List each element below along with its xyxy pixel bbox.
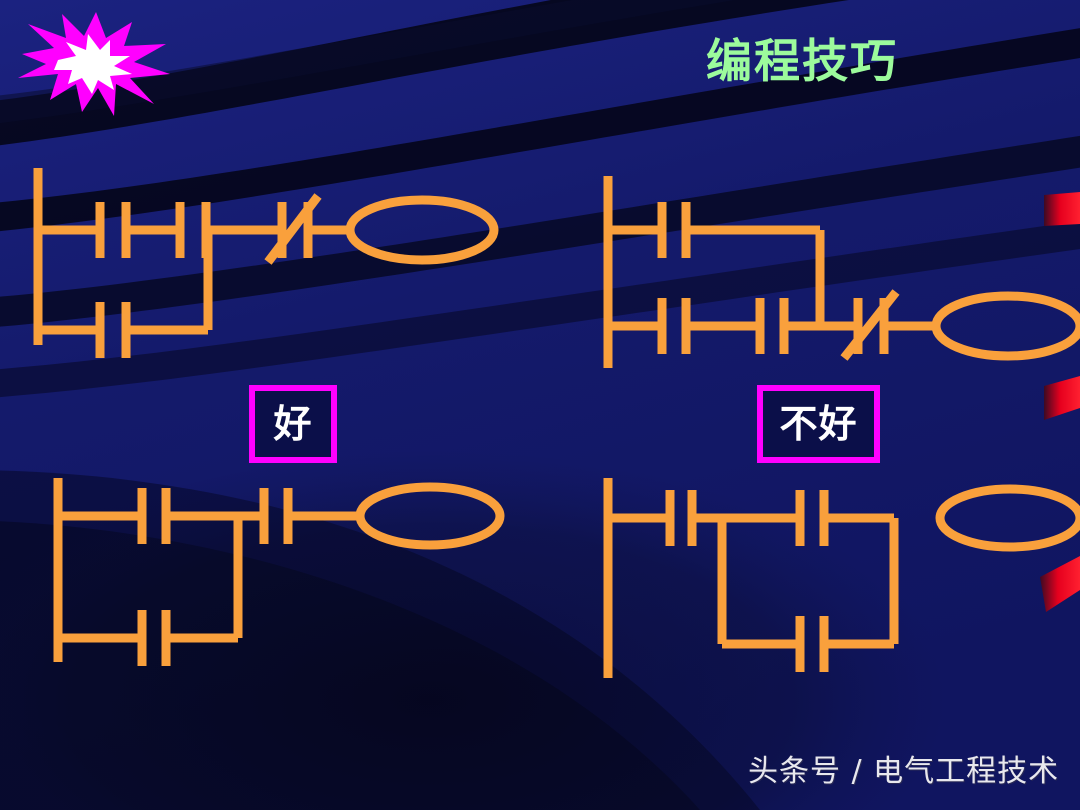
no-contact (665, 490, 697, 546)
ladder-diagram-bottom-left (53, 478, 505, 666)
ladder-diagram-top-left (33, 168, 499, 358)
no-contact (95, 302, 131, 358)
edge-mark-1 (1044, 192, 1080, 226)
no-contact (795, 616, 829, 672)
status-badge-bad: 不好 (757, 385, 880, 463)
no-contact (755, 298, 789, 354)
output-coil (345, 195, 499, 265)
ladder-diagram-bottom-right (603, 478, 1080, 678)
no-contact (137, 488, 171, 544)
no-contact (95, 202, 131, 258)
output-coil (355, 482, 505, 550)
no-contact (259, 488, 293, 544)
nc-contact (840, 289, 900, 361)
no-contact (175, 202, 211, 258)
ladder-diagram-top-right (603, 176, 1080, 368)
explosion-star-icon (18, 12, 170, 116)
edge-mark-2 (1044, 376, 1080, 420)
edge-mark-3 (1040, 556, 1080, 612)
no-contact (137, 610, 171, 666)
nc-contact (264, 193, 322, 265)
output-coil (935, 484, 1080, 552)
footer-credit: 头条号 / 电气工程技术 (748, 754, 1060, 789)
page-title: 编程技巧 (706, 34, 898, 88)
no-contact (795, 490, 829, 546)
status-badge-good: 好 (249, 385, 337, 463)
no-contact (657, 298, 691, 354)
no-contact (657, 202, 691, 258)
output-coil (931, 291, 1080, 361)
